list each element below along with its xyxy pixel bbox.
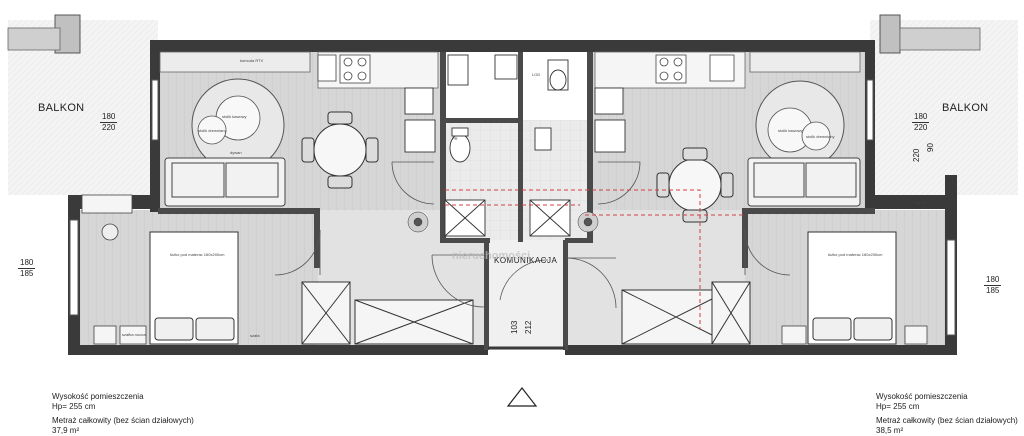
windows xyxy=(69,79,956,336)
right-unit-info: Wysokość pomieszczenia Hp= 255 cm Metraż… xyxy=(876,392,1018,436)
bathroom-fixtures xyxy=(404,54,626,237)
desk-chair-left xyxy=(101,223,119,241)
left-balcony-dim-top: 180 xyxy=(100,112,118,123)
plants xyxy=(407,211,599,233)
dining-left-label: stolik drewniany xyxy=(198,128,227,133)
door-swings xyxy=(274,161,791,309)
dresser-left xyxy=(93,325,117,345)
right-area-value: 38,5 m² xyxy=(876,426,904,435)
left-room-height-value: Hp= 255 cm xyxy=(52,402,96,411)
wardrobe-label: szafa xyxy=(250,333,260,338)
right-balcony-ledge xyxy=(899,27,981,51)
washer-label: PR xyxy=(452,136,458,141)
right-room-height-label: Wysokość pomieszczenia xyxy=(876,392,968,401)
dining-set-left xyxy=(301,111,379,189)
dining-set-right xyxy=(656,147,734,223)
dining-right-label: stolik drewniany xyxy=(806,134,835,139)
left-unit-info: Wysokość pomieszczenia Hp= 255 cm Metraż… xyxy=(52,392,194,436)
unit-boundaries xyxy=(445,189,745,330)
corridor-door-dim-top: 103 xyxy=(510,320,519,334)
watermark: nieruchomości xyxy=(452,250,531,262)
right-side-dim-bottom: 90 xyxy=(926,143,935,152)
nightstand-label: szafka nocna xyxy=(122,332,146,337)
right-side-dim-top: 220 xyxy=(912,148,921,162)
hp-mark-label: Hp 15 xyxy=(915,200,926,205)
right-balcony-dim-top: 180 xyxy=(912,112,930,123)
nightstand-left xyxy=(119,325,147,345)
dresser-right xyxy=(904,325,928,345)
right-window-dim-bottom: 185 xyxy=(986,286,1000,295)
left-balcony-ledge xyxy=(7,27,61,51)
fridge-label: LOD xyxy=(532,72,541,77)
bed-left xyxy=(149,231,239,345)
right-balcony-label: BALKON xyxy=(942,102,989,114)
coffee-table-left-small xyxy=(197,115,227,145)
left-area-value: 37,9 m² xyxy=(52,426,80,435)
right-window-dimension: 180 185 xyxy=(984,275,1002,296)
bed-right xyxy=(807,231,897,345)
carpet-label: dywan xyxy=(230,150,242,155)
nightstand-right xyxy=(781,325,807,345)
right-balcony-dimension: 180 220 xyxy=(912,112,930,133)
north-arrow-icon xyxy=(506,387,538,407)
wardrobes xyxy=(301,281,751,345)
left-area-label: Metraż całkowity (bez ścian działowych) xyxy=(52,416,194,425)
tv-console-left xyxy=(159,51,311,73)
coffee-table-left-label: stolik kawowy xyxy=(222,114,247,119)
coffee-table-right-small xyxy=(801,121,831,151)
column-right-top xyxy=(879,14,901,54)
left-window-dim-bottom: 185 xyxy=(20,269,34,278)
sofa-right xyxy=(747,157,861,207)
left-balcony-label: BALKON xyxy=(38,102,85,114)
left-room-height-label: Wysokość pomieszczenia xyxy=(52,392,144,401)
left-window-dimension: 180 185 xyxy=(18,258,36,279)
cooktops xyxy=(339,54,687,84)
left-window-dim-top: 180 xyxy=(18,258,36,269)
right-area-label: Metraż całkowity (bez ścian działowych) xyxy=(876,416,1018,425)
coffee-table-right-label: stolik kawowy xyxy=(778,128,803,133)
corridor-label: KOMUNIKACJA xyxy=(494,256,558,265)
sofa-left xyxy=(164,157,286,207)
bed-right-label: łóżko pod materac 160x200cm xyxy=(828,252,883,257)
left-balcony-dimension: 180 220 xyxy=(100,112,118,133)
corridor-door-dim-bottom: 212 xyxy=(524,320,533,334)
right-balcony-dim-bottom: 220 xyxy=(914,123,928,132)
left-balcony-dim-bottom: 220 xyxy=(102,123,116,132)
bed-label: łóżko pod materac 160x200cm xyxy=(170,252,225,257)
right-window-dim-top: 180 xyxy=(984,275,1002,286)
desk-left xyxy=(81,194,133,214)
right-room-height-value: Hp= 255 cm xyxy=(876,402,920,411)
kitchen-sinks xyxy=(317,54,735,82)
tv-console-label: komoda RTV xyxy=(240,58,264,63)
tv-console-right xyxy=(749,51,861,73)
